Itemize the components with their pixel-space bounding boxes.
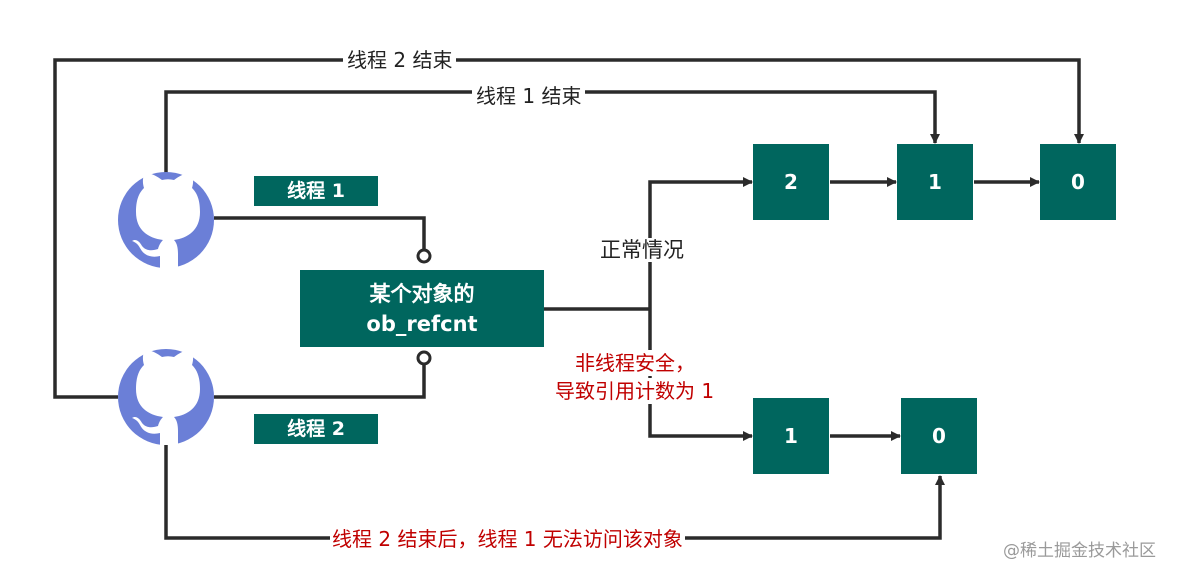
bottom-label: 线程 2 结束后，线程 1 无法访问该对象 — [330, 526, 685, 552]
thread2-joint-circle — [416, 350, 432, 366]
unsafe-label-line1: 非线程安全， — [575, 350, 695, 376]
object-box-line2: ob_refcnt — [366, 311, 478, 336]
thread2-end-connector — [53, 58, 1084, 399]
thread2-tag: 线程 2 — [254, 414, 378, 444]
normal-case-label: 正常情况 — [596, 238, 688, 262]
thread2-to-object-connector — [214, 364, 426, 399]
unsafe-refcnt-box-0: 0 — [901, 398, 977, 474]
github-octocat-icon — [118, 172, 214, 268]
thread1-end-label: 线程 1 结束 — [472, 84, 586, 108]
object-box-line1: 某个对象的 — [369, 281, 475, 306]
unsafe-label-line2: 导致引用计数为 1 — [555, 378, 715, 404]
thread1-joint-circle — [416, 248, 432, 264]
watermark: @稀土掘金技术社区 — [1003, 541, 1156, 561]
thread1-tag: 线程 1 — [254, 176, 378, 206]
github-octocat-icon — [118, 349, 214, 445]
normal-refcnt-box-1: 1 — [897, 144, 973, 220]
branch-up-connector — [648, 177, 753, 309]
thread2-end-label: 线程 2 结束 — [343, 48, 457, 72]
normal-refcnt-box-2: 2 — [753, 144, 829, 220]
normal-refcnt-box-0: 0 — [1040, 144, 1116, 220]
object-refcnt-box: 某个对象的 ob_refcnt — [300, 270, 544, 347]
unsafe-refcnt-box-1: 1 — [753, 398, 829, 474]
thread1-to-object-connector — [214, 216, 426, 250]
